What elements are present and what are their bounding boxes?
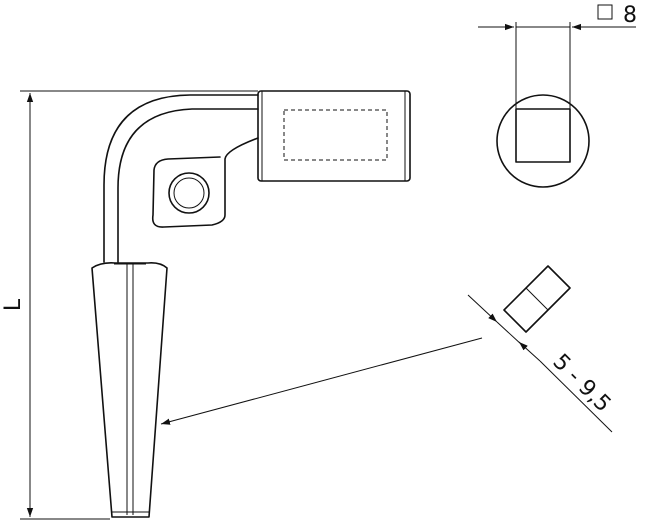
square-size-label: 8 [623,3,637,28]
pivot-hole [168,172,210,214]
length-label: L [1,298,26,311]
key-elbow [103,94,259,263]
socket-end-view: 8 [478,3,637,188]
leader-arrow [160,337,483,425]
range-label: 5 - 9,5 [548,349,616,417]
tapered-spike [91,262,168,518]
length-dimension: L [1,90,258,520]
square-symbol [597,4,613,20]
square-socket [257,90,411,182]
wrench-range-detail: 5 - 9,5 [467,265,616,433]
